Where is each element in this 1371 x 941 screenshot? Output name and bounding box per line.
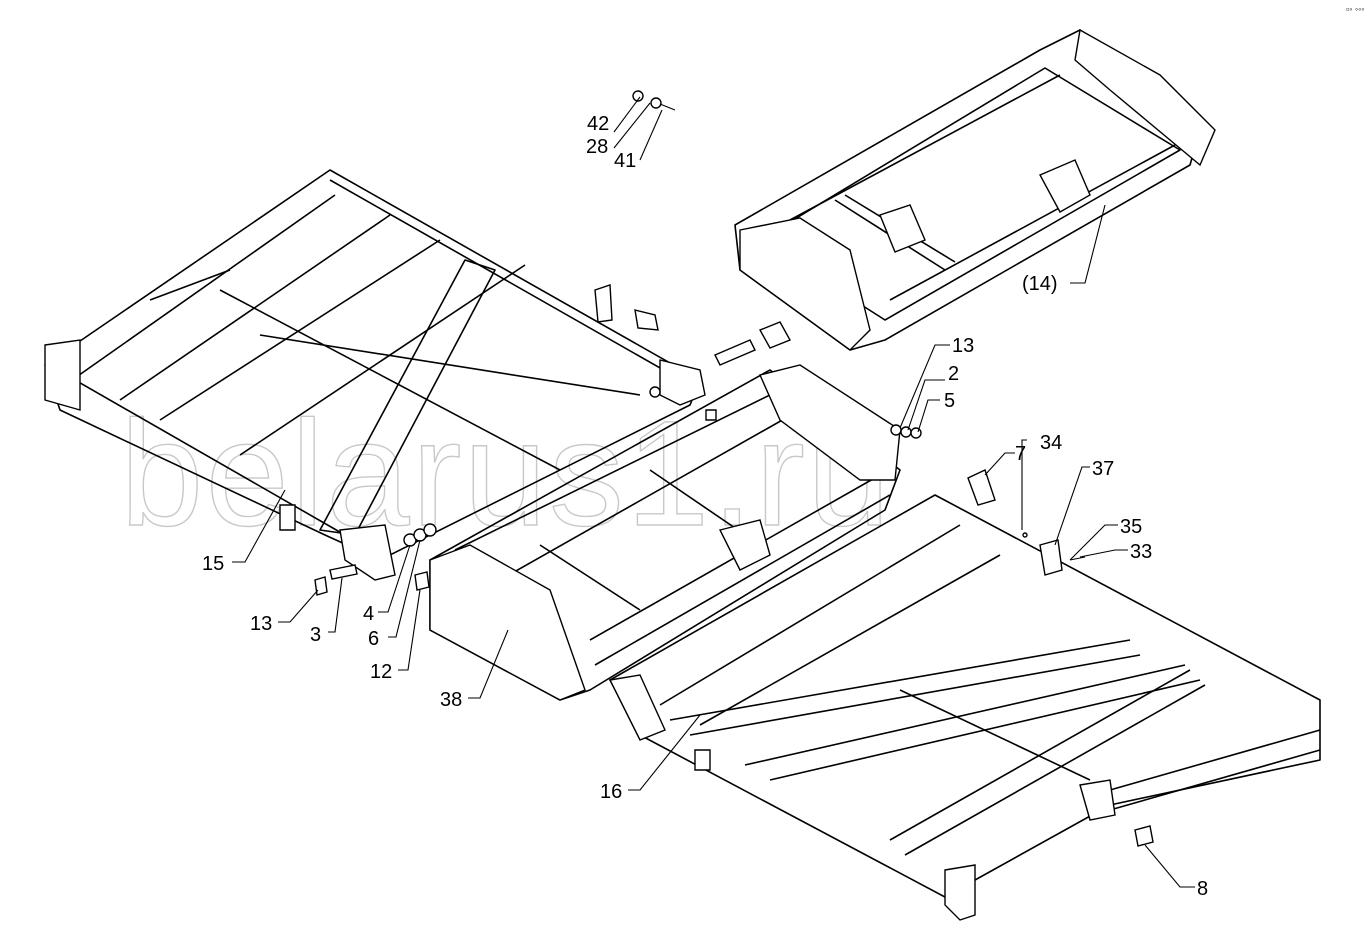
callout-13-top: 13 (952, 335, 974, 357)
callout-33: 33 (1130, 541, 1152, 563)
frame-16-right-wing (608, 494, 1321, 921)
callout-28: 28 (586, 136, 608, 158)
corner-mark: ▫◦ ◦◦◦ (1346, 4, 1364, 14)
callout-7: 7 (1015, 443, 1026, 465)
leader-lines (232, 96, 1195, 888)
callout-16: 16 (600, 781, 622, 803)
callout-35: 35 (1120, 516, 1142, 538)
callout-4: 4 (363, 603, 374, 625)
callout-13-bottom: 13 (250, 613, 272, 635)
callout-6: 6 (368, 628, 379, 650)
callout-34: 34 (1040, 432, 1062, 454)
callout-labels: 42 28 41 (14) 13 2 5 7 34 37 35 33 15 13… (202, 113, 1208, 900)
callout-5: 5 (944, 390, 955, 412)
frame-15-left-wing (44, 169, 706, 581)
callout-3: 3 (310, 624, 321, 646)
frame-14 (734, 28, 1216, 351)
callout-41: 41 (614, 150, 636, 172)
callout-2: 2 (948, 363, 959, 385)
callout-8: 8 (1197, 878, 1208, 900)
callout-15: 15 (202, 553, 224, 575)
callout-37: 37 (1092, 458, 1114, 480)
callout-14: (14) (1022, 273, 1058, 295)
frame-38-center (429, 364, 901, 701)
callout-38: 38 (440, 689, 462, 711)
callout-42: 42 (587, 113, 609, 135)
callout-12: 12 (370, 661, 392, 683)
